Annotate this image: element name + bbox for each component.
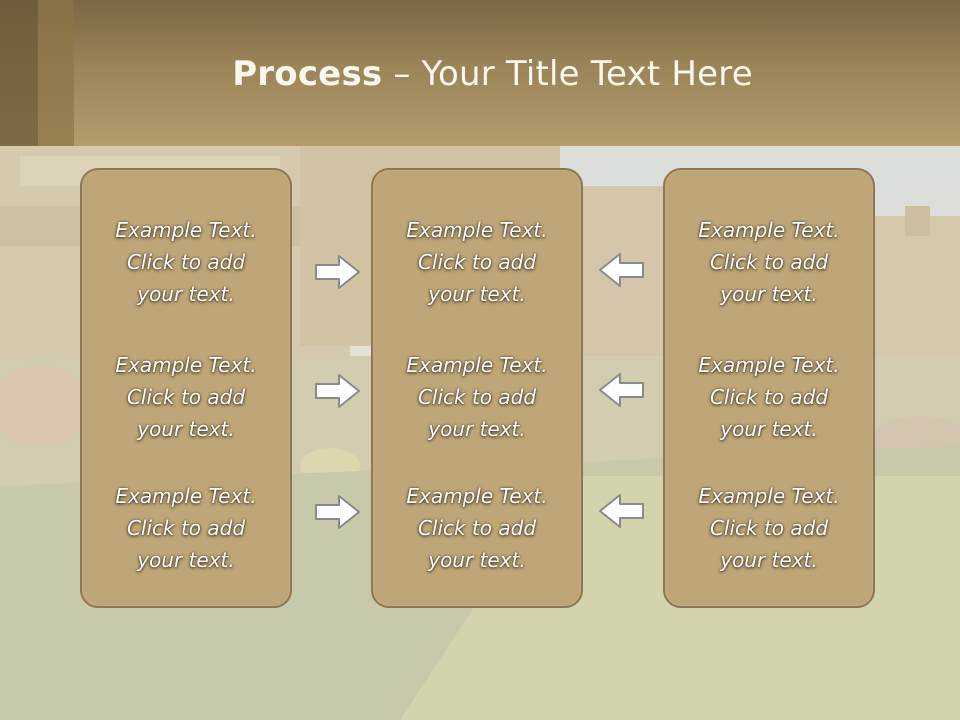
text-item[interactable]: Example Text. Click to add your text. [82, 349, 290, 445]
right-arrow-icon[interactable] [313, 371, 363, 411]
text-line: Example Text. [698, 353, 840, 377]
header-band [0, 0, 960, 146]
text-item[interactable]: Example Text. Click to add your text. [373, 480, 581, 576]
text-item[interactable]: Example Text. Click to add your text. [665, 214, 873, 310]
header-accent-mid [38, 0, 74, 146]
text-line: Example Text. [406, 353, 548, 377]
text-line: Example Text. [406, 484, 548, 508]
text-line: Click to add [417, 250, 537, 274]
process-box-right[interactable]: Example Text. Click to add your text. Ex… [663, 168, 875, 608]
text-line: Click to add [709, 516, 829, 540]
text-line: Click to add [126, 250, 246, 274]
left-arrow-icon[interactable] [596, 491, 646, 531]
text-item[interactable]: Example Text. Click to add your text. [82, 480, 290, 576]
text-line: Click to add [417, 516, 537, 540]
text-line: Click to add [417, 385, 537, 409]
text-line: Example Text. [698, 484, 840, 508]
left-arrow-icon[interactable] [596, 370, 646, 410]
text-line: your text. [137, 417, 235, 441]
text-line: your text. [428, 417, 526, 441]
text-line: your text. [720, 417, 818, 441]
slide-title[interactable]: Process – Your Title Text Here [0, 52, 960, 96]
process-box-center[interactable]: Example Text. Click to add your text. Ex… [371, 168, 583, 608]
text-item[interactable]: Example Text. Click to add your text. [665, 480, 873, 576]
text-line: Example Text. [406, 218, 548, 242]
text-line: Example Text. [115, 218, 257, 242]
text-line: your text. [137, 548, 235, 572]
text-line: Example Text. [115, 353, 257, 377]
text-line: Click to add [126, 516, 246, 540]
text-line: Click to add [709, 250, 829, 274]
text-line: your text. [428, 548, 526, 572]
text-line: Click to add [709, 385, 829, 409]
title-rest: – Your Title Text Here [382, 54, 753, 94]
text-line: Click to add [126, 385, 246, 409]
left-arrow-icon[interactable] [596, 250, 646, 290]
text-line: your text. [428, 282, 526, 306]
text-line: Example Text. [698, 218, 840, 242]
text-line: your text. [720, 282, 818, 306]
right-arrow-icon[interactable] [313, 252, 363, 292]
text-item[interactable]: Example Text. Click to add your text. [665, 349, 873, 445]
process-box-left[interactable]: Example Text. Click to add your text. Ex… [80, 168, 292, 608]
header-accent-dark [0, 0, 38, 146]
text-line: your text. [720, 548, 818, 572]
title-bold: Process [232, 54, 383, 94]
text-item[interactable]: Example Text. Click to add your text. [373, 349, 581, 445]
text-line: your text. [137, 282, 235, 306]
text-item[interactable]: Example Text. Click to add your text. [82, 214, 290, 310]
text-line: Example Text. [115, 484, 257, 508]
text-item[interactable]: Example Text. Click to add your text. [373, 214, 581, 310]
right-arrow-icon[interactable] [313, 492, 363, 532]
